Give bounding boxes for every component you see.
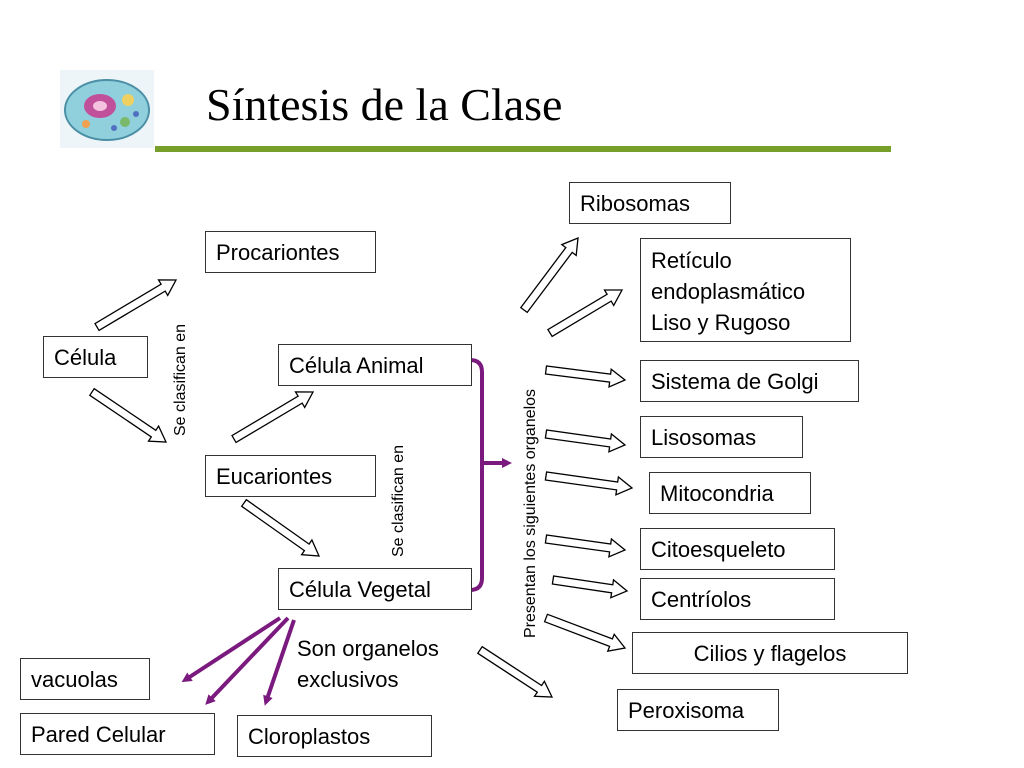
label-se-clasifican-1: Se clasifican en (172, 323, 189, 436)
node-cloroplastos: Cloroplastos (237, 715, 432, 757)
node-celula-animal: Célula Animal (278, 344, 472, 386)
label-exclusivos-line-2: exclusivos (297, 666, 399, 692)
cell-illustration-icon (60, 70, 154, 148)
arrow-eucariontes-animal (231, 391, 315, 444)
title-underline (155, 146, 891, 152)
node-cilios: Cilios y flagelos (632, 632, 908, 674)
node-citoesqueleto: Citoesqueleto (640, 528, 835, 570)
reticulo-line-3: Liso y Rugoso (651, 310, 791, 336)
node-golgi: Sistema de Golgi (640, 360, 859, 402)
arrow-to-pared (205, 616, 290, 705)
arrow-to-lisosomas (544, 429, 627, 453)
node-celula-vegetal: Célula Vegetal (278, 568, 472, 610)
label-se-clasifican-2: Se clasifican en (390, 444, 407, 557)
arrow-celula-eucariontes (88, 387, 168, 443)
arrow-to-peroxisoma (476, 645, 554, 698)
node-peroxisoma: Peroxisoma (617, 689, 779, 731)
arrow-eucariontes-vegetal (240, 498, 321, 557)
node-mitocondria: Mitocondria (649, 472, 811, 514)
arrow-to-cilios (543, 613, 627, 652)
arrow-to-golgi (544, 365, 627, 389)
node-lisosomas: Lisosomas (640, 416, 803, 458)
node-centriolos: Centríolos (640, 578, 835, 620)
label-presentan: Presentan los siguientes organelos (522, 388, 539, 638)
arrow-celula-procariontes (94, 279, 178, 332)
node-reticulo: Retículo endoplasmático Liso y Rugoso (640, 238, 851, 342)
node-celula: Célula (43, 336, 148, 378)
reticulo-line-1: Retículo (651, 248, 732, 273)
arrow-to-citoesqueleto (544, 534, 627, 558)
arrow-to-reticulo (547, 289, 624, 338)
arrow-to-centriolos (551, 575, 629, 599)
label-exclusivos-line-1: Son organelos (297, 636, 439, 661)
node-ribosomas: Ribosomas (569, 182, 731, 224)
arrow-to-ribosomas (519, 236, 579, 314)
arrow-to-mitocondria (544, 471, 634, 496)
slide-title: Síntesis de la Clase (206, 79, 563, 130)
reticulo-line-2: endoplasmático (651, 279, 806, 305)
node-pared-celular: Pared Celular (20, 713, 215, 755)
node-vacuolas: vacuolas (20, 658, 150, 700)
label-exclusivos: Son organelos exclusivos (297, 634, 477, 696)
node-eucariontes: Eucariontes (205, 455, 376, 497)
arrow-to-cloroplastos (263, 619, 296, 706)
organelle-bracket (469, 358, 484, 592)
arrow-to-vacuolas (181, 616, 282, 683)
node-procariontes: Procariontes (205, 231, 376, 273)
outline-arrows (88, 236, 634, 698)
